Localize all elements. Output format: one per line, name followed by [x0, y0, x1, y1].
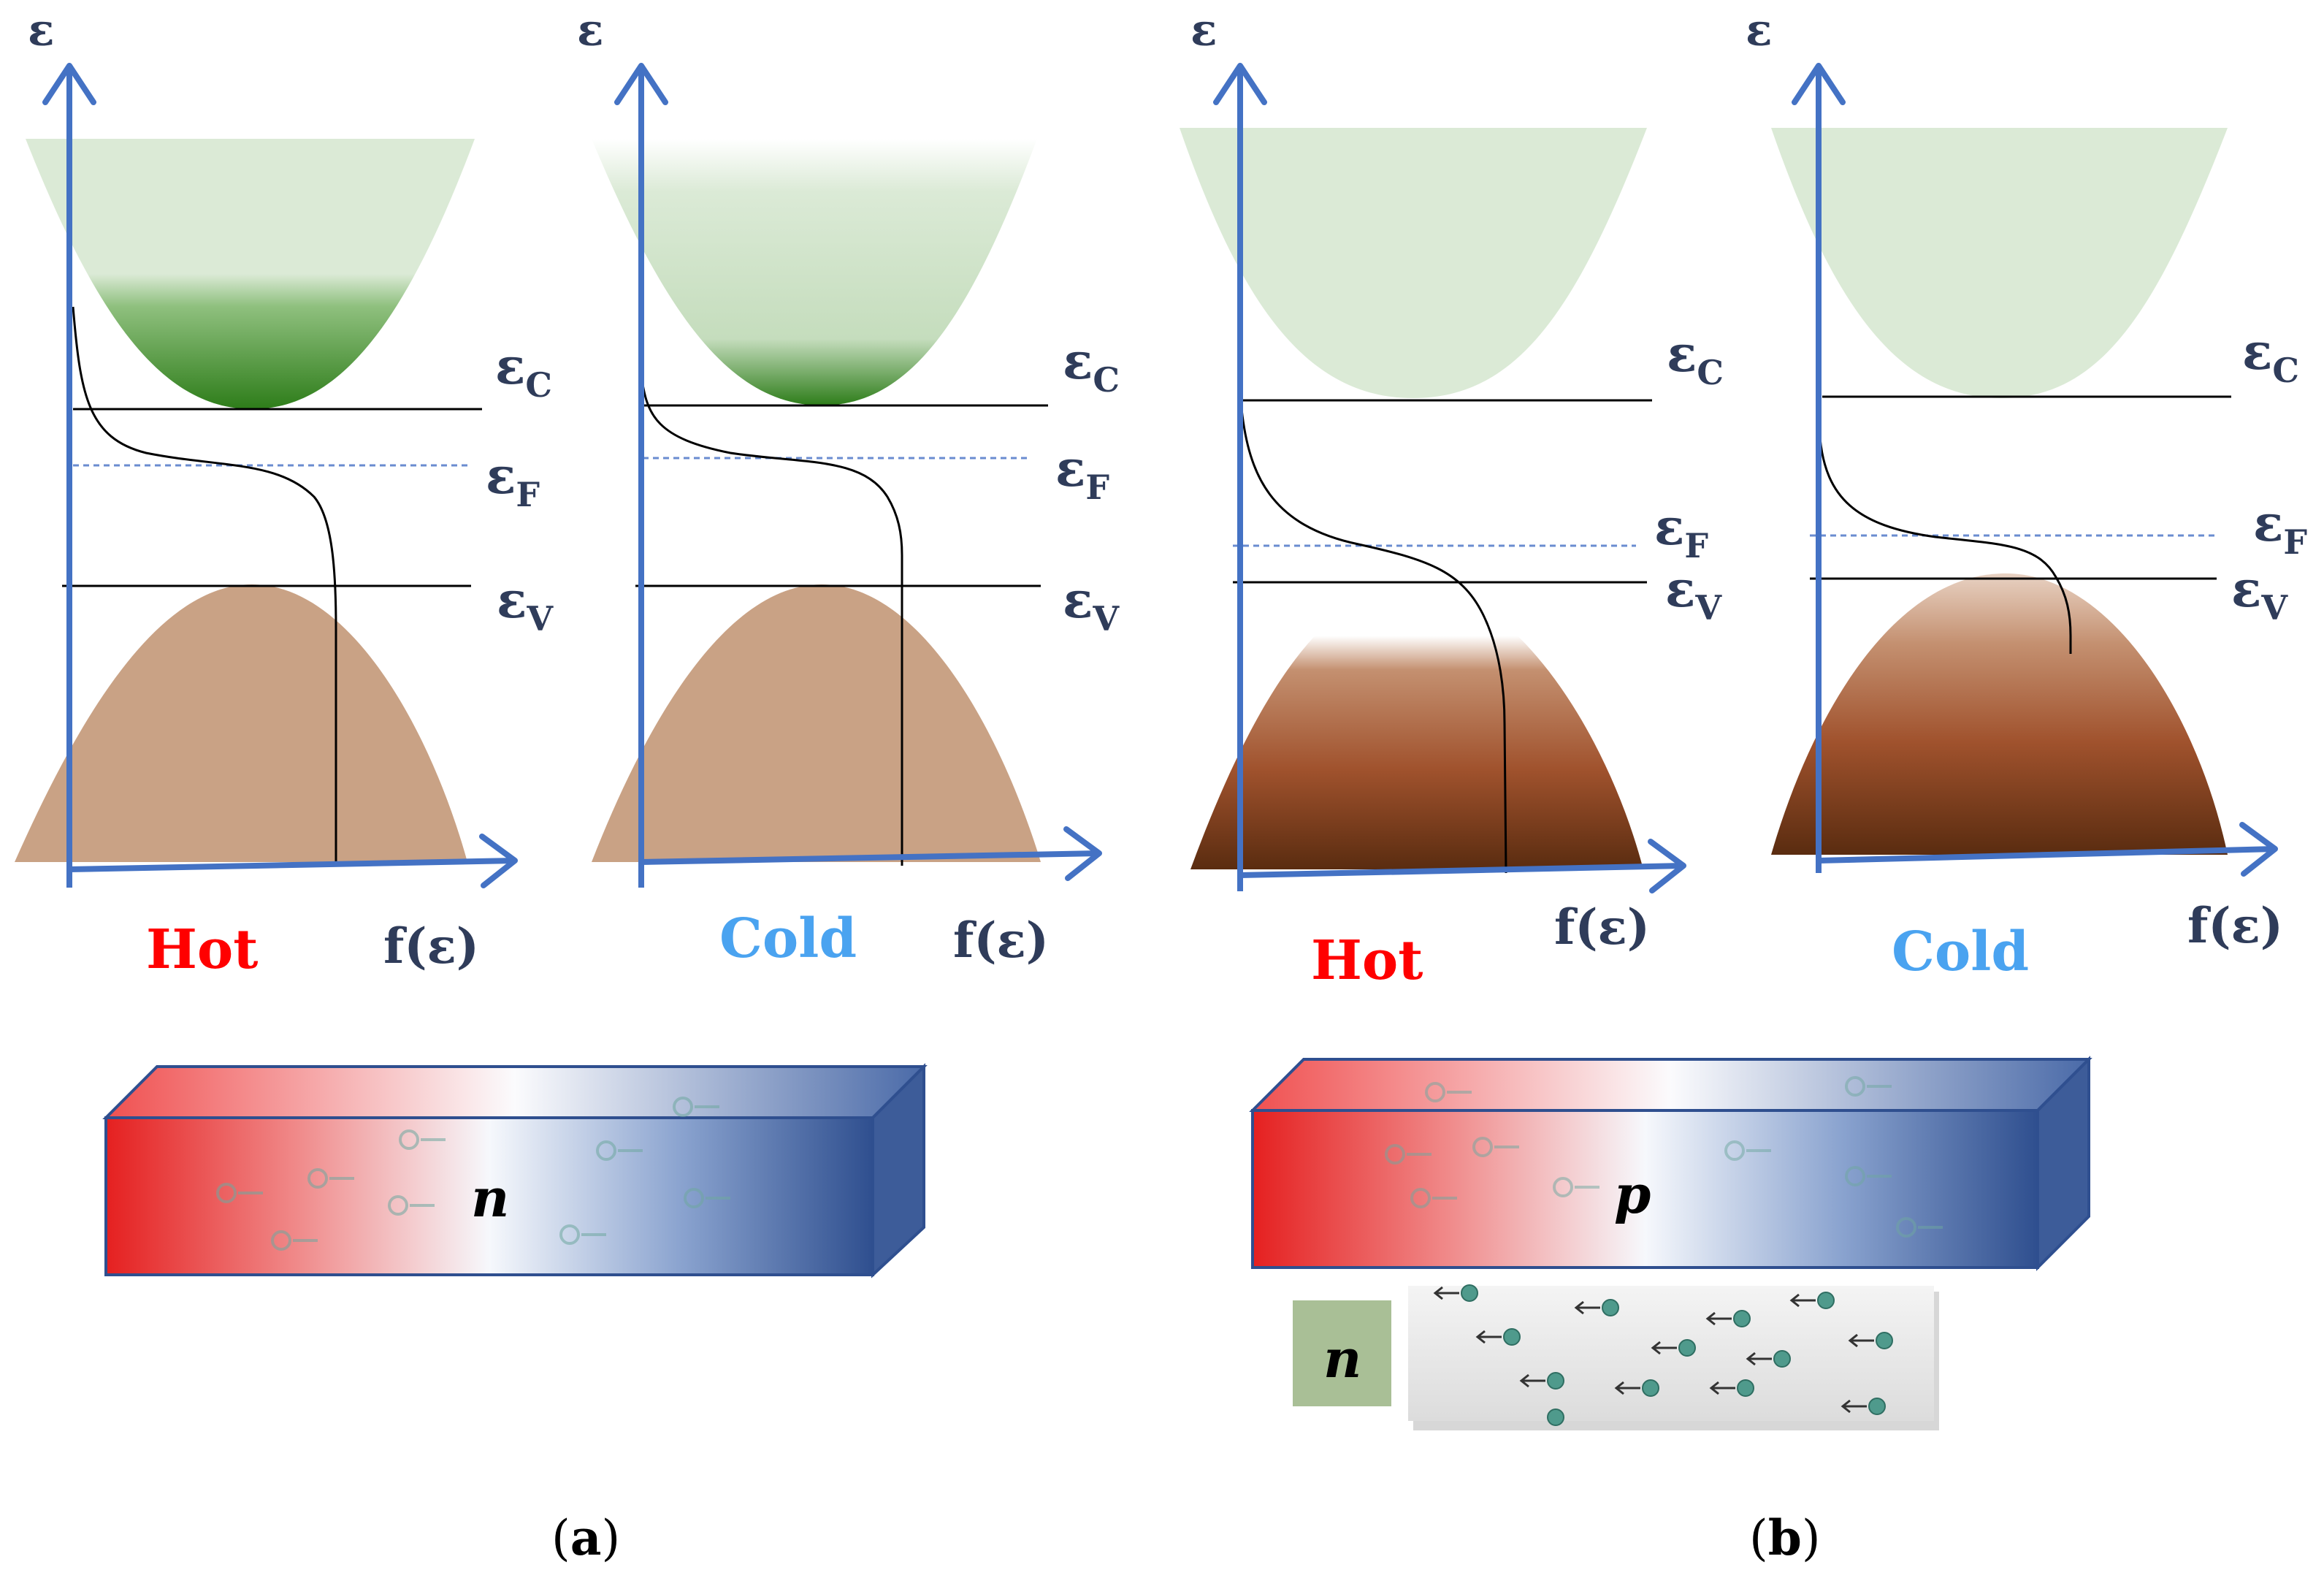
energy-axis-arrowhead [614, 63, 668, 105]
temperature-label-hot: Hot [1311, 929, 1423, 992]
f-label: f(ε) [1554, 899, 1650, 956]
f-axis [1818, 846, 2276, 864]
n-box-label: n [1323, 1327, 1361, 1390]
fermi-curve [1819, 438, 2072, 654]
energy-axis-arrowhead [1792, 63, 1846, 105]
panel-a-cold: ε εC εF εV f(ε) Cold [577, 5, 1120, 970]
panel-a-hot: ε εC εF εV f(ε) Hot [15, 5, 554, 981]
ec-label: εC [1667, 325, 1724, 392]
panel-b-hot: ε εC εF εV f(ε) Hot [1180, 5, 1724, 992]
epsilon-label: ε [28, 5, 54, 56]
f-label: f(ε) [383, 918, 479, 975]
panel-b-cold: ε εC εF εV f(ε) Cold [1746, 5, 2307, 983]
epsilon-label: ε [577, 5, 603, 56]
n-type-strip: n [1293, 1284, 1939, 1430]
f-axis-arrowhead [479, 834, 518, 888]
n-type-bar: n [102, 1063, 928, 1278]
conduction-band [1180, 128, 1647, 398]
epsilon-label: ε [1746, 5, 1772, 56]
ec-label: εC [1063, 332, 1120, 400]
valence-band [1190, 584, 1643, 869]
epsilon-label: ε [1190, 5, 1217, 56]
ec-label: εC [2242, 323, 2299, 390]
bar-top-face [102, 1065, 928, 1119]
fermi-curve [72, 306, 337, 866]
f-axis-arrowhead [2239, 822, 2278, 877]
ec-label: εC [495, 338, 552, 405]
ev-label: εV [2231, 560, 2288, 628]
fermi-curve [640, 373, 903, 866]
ev-label: εV [1063, 571, 1120, 639]
bar-front-face [1251, 1109, 2039, 1269]
bar-label-n: n [471, 1167, 509, 1229]
valence-band [15, 584, 467, 862]
ef-label: εF [2253, 495, 2307, 562]
valence-band [592, 584, 1041, 862]
caption-a: (a) [551, 1509, 620, 1566]
caption-b: (b) [1749, 1509, 1821, 1566]
ev-label: εV [497, 571, 554, 639]
bar-top-face [1249, 1058, 2092, 1112]
temperature-label-cold: Cold [1892, 920, 2029, 983]
conduction-band [26, 139, 475, 409]
f-axis [1239, 863, 1684, 878]
f-label: f(ε) [2187, 897, 2283, 954]
strip-body [1408, 1286, 1934, 1421]
f-axis-arrowhead [1648, 839, 1686, 893]
bar-label-p: p [1614, 1163, 1651, 1225]
electron-carriers [1433, 1284, 1893, 1426]
energy-axis-arrowhead [1213, 63, 1267, 105]
ef-label: εF [486, 447, 540, 514]
n-box [1293, 1300, 1391, 1406]
ev-label: εV [1665, 560, 1722, 628]
valence-band [1771, 573, 2228, 855]
ef-label: εF [1654, 498, 1708, 565]
f-axis-arrowhead [1063, 826, 1102, 881]
f-label: f(ε) [953, 912, 1049, 969]
f-axis [641, 850, 1100, 865]
p-type-bar: p [1249, 1056, 2092, 1271]
bar-front-face [104, 1116, 874, 1276]
hole-carriers [1385, 1076, 1943, 1238]
f-axis [69, 858, 516, 872]
conduction-band [1771, 128, 2228, 398]
conduction-band [592, 139, 1037, 405]
ef-label: εF [1055, 440, 1109, 507]
temperature-label-hot: Hot [146, 918, 258, 981]
energy-axis-arrowhead [42, 63, 96, 105]
electron-carriers [216, 1097, 730, 1251]
fermi-curve [1240, 408, 1507, 874]
temperature-label-cold: Cold [719, 907, 857, 970]
